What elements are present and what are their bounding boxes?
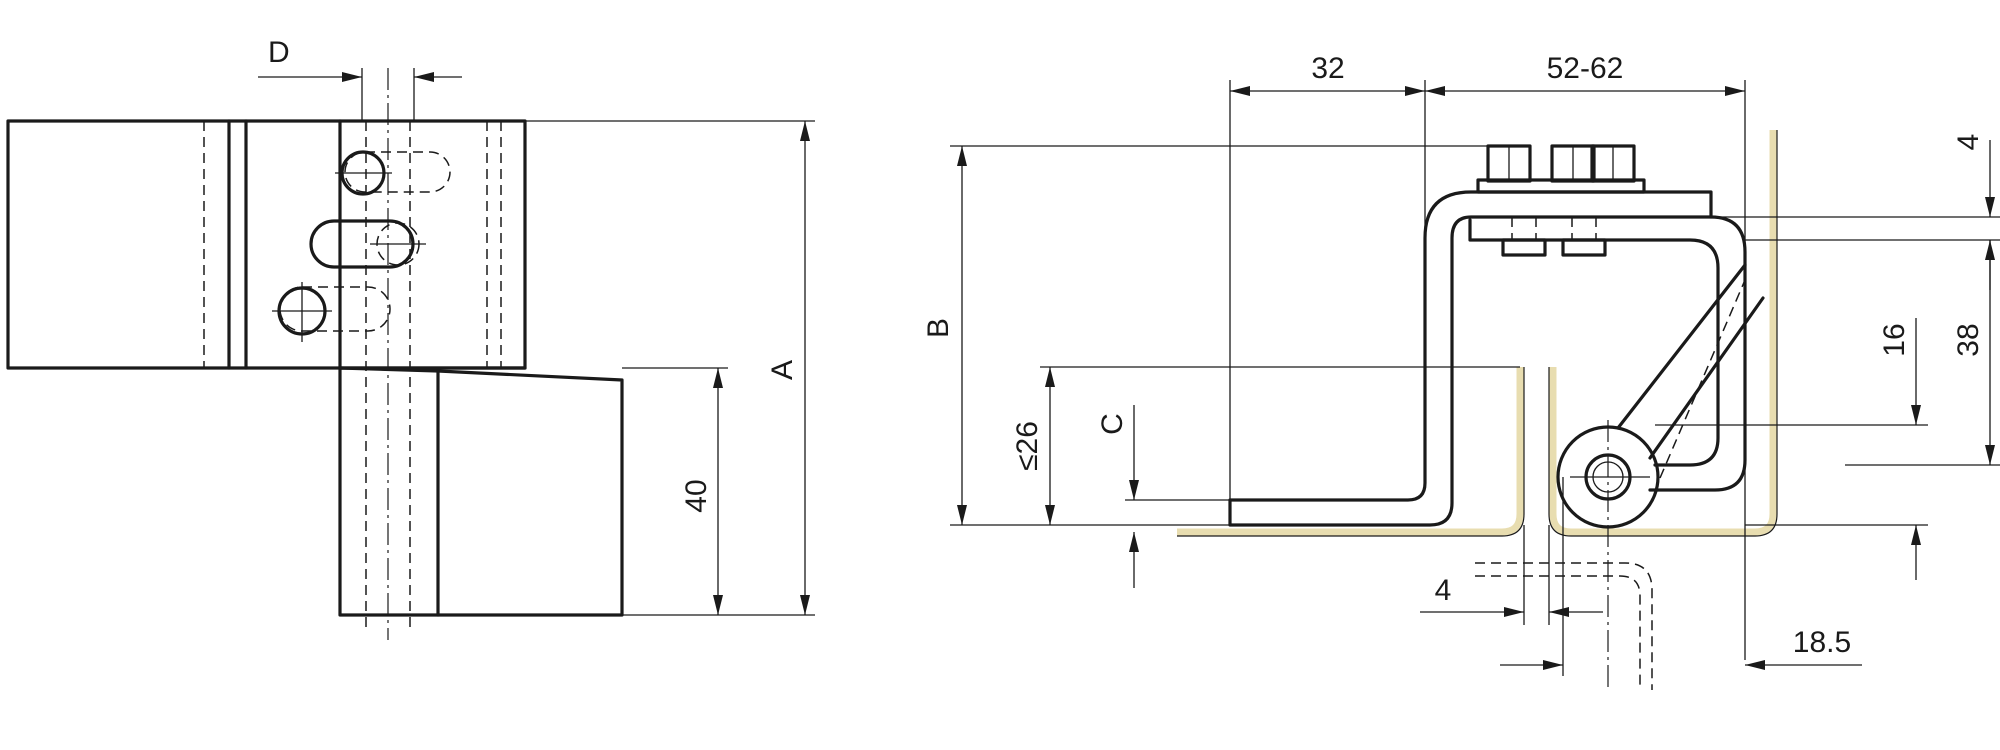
frame-edge-left	[1177, 367, 1525, 537]
dim-52-62-label: 52-62	[1547, 52, 1624, 85]
dim-d-label: D	[268, 36, 290, 69]
frame-profile-left	[1177, 367, 1524, 536]
dim-4-top-label: 4	[1952, 134, 1985, 151]
bolt-washer	[1476, 178, 1646, 194]
slot-top	[344, 151, 451, 193]
dim-b-label: B	[922, 318, 955, 338]
dim-a-label: A	[766, 360, 799, 380]
hidden-hinge-position	[1475, 562, 1653, 690]
link-arm-side-1	[1616, 263, 1747, 430]
bolt-heads	[1476, 144, 1646, 257]
dim-c-label: C	[1096, 413, 1129, 435]
dim-38-label: 38	[1952, 323, 1985, 356]
dim-4-bottom-label: 4	[1435, 574, 1452, 607]
frame-edge-right	[1548, 130, 1778, 537]
frame-profile-right	[1549, 130, 1777, 536]
upper-leaf-outline	[6, 119, 527, 370]
lower-knuckle-outline	[338, 366, 624, 617]
bracket-outer	[1648, 215, 1747, 492]
dim-32-label: 32	[1311, 52, 1344, 85]
hinge-body-z-profile	[1228, 190, 1713, 527]
section-view: 32 52-62 B ≤26 C 4 38 16	[922, 52, 2000, 690]
link-arm-hidden	[1659, 279, 1746, 479]
bolt-nut-2	[1561, 238, 1607, 257]
dim-40-label: 40	[680, 479, 713, 512]
dim-26-label: ≤26	[1011, 421, 1044, 471]
dim-16-label: 16	[1878, 323, 1911, 356]
slot-middle	[309, 219, 415, 269]
slot-bottom	[279, 286, 391, 332]
link-arm-side-2	[1648, 296, 1765, 460]
front-view: D A 40	[6, 36, 815, 640]
bracket-outline	[1468, 218, 1720, 467]
dim-18-5-label: 18.5	[1793, 626, 1851, 659]
adjustment-slots	[272, 150, 451, 342]
bolt-nut-1	[1501, 238, 1547, 257]
hidden-hinge-position-2	[1475, 575, 1641, 690]
